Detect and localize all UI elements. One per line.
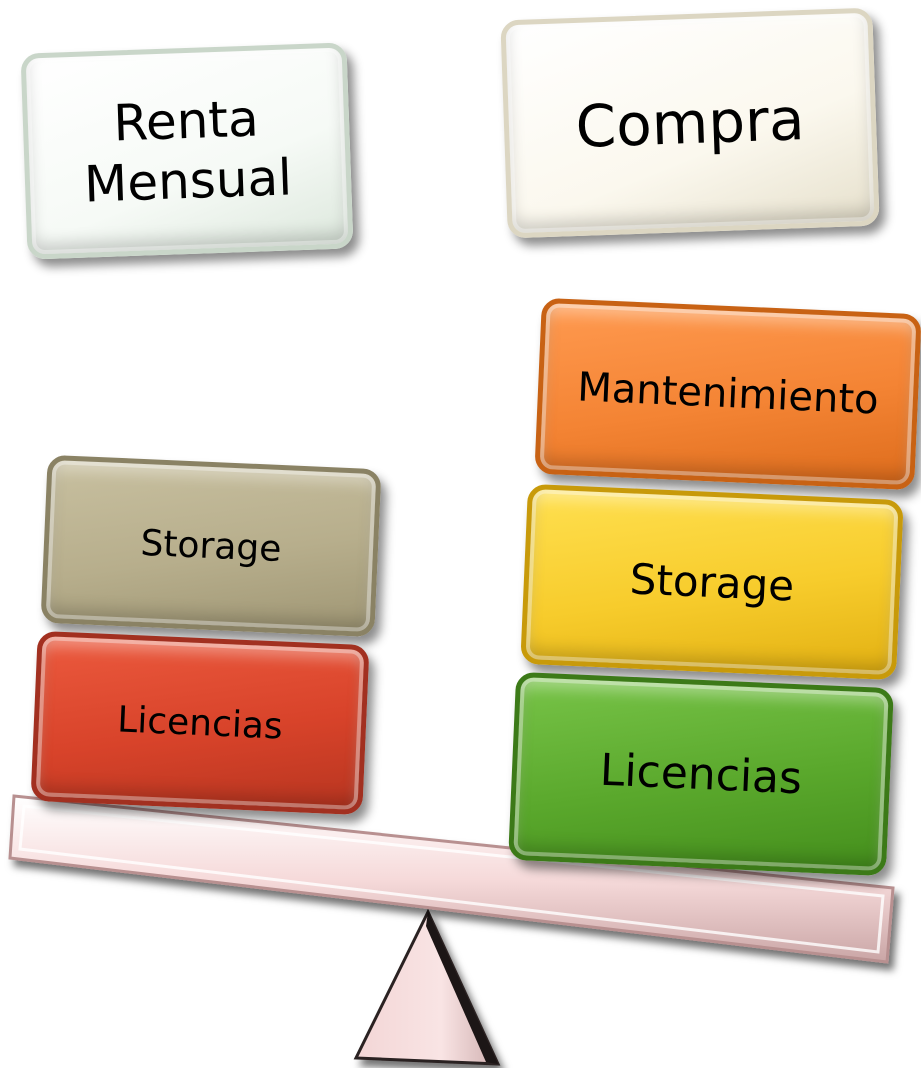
left-storage-label: Storage bbox=[139, 522, 283, 570]
right-mantenimiento-label: Mantenimiento bbox=[576, 364, 880, 424]
left-licencias-block: Licencias bbox=[30, 630, 370, 816]
fulcrum-triangle bbox=[353, 908, 501, 1066]
right-licencias-block: Licencias bbox=[508, 671, 894, 877]
header-left-line1: Renta bbox=[112, 89, 260, 153]
header-renta-mensual: Renta Mensual bbox=[20, 42, 354, 260]
left-storage-block: Storage bbox=[40, 454, 382, 638]
left-licencias-label: Licencias bbox=[116, 698, 284, 748]
right-licencias-label: Licencias bbox=[598, 744, 804, 804]
header-compra: Compra bbox=[500, 7, 880, 239]
right-mantenimiento-block: Mantenimiento bbox=[534, 297, 921, 491]
header-right-label: Compra bbox=[574, 85, 806, 161]
right-storage-block: Storage bbox=[520, 483, 904, 681]
right-storage-label: Storage bbox=[628, 553, 796, 611]
header-left-line2: Mensual bbox=[83, 148, 293, 214]
